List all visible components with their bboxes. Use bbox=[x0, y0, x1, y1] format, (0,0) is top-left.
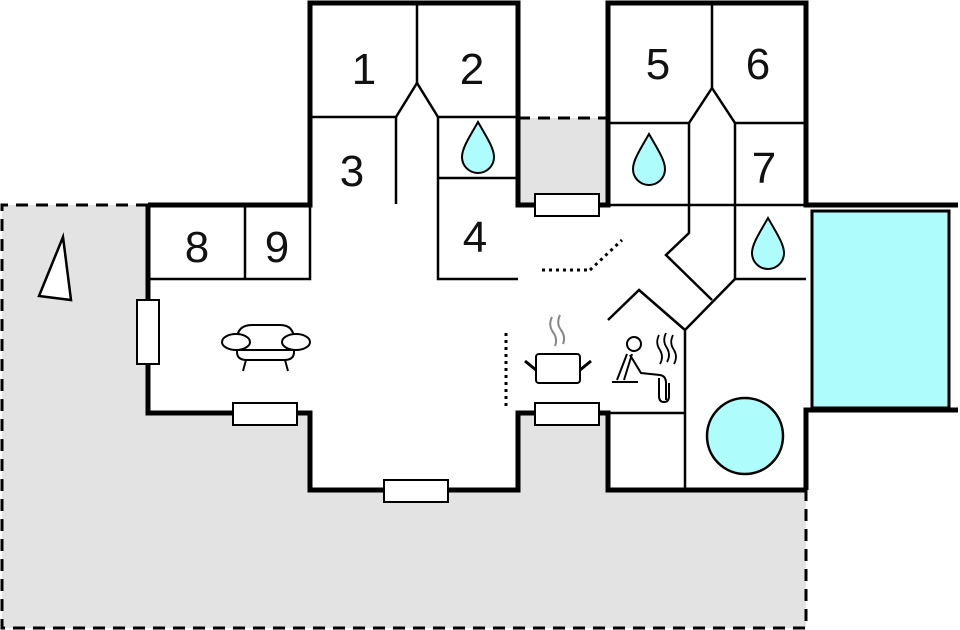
swimming-pool-icon bbox=[810, 209, 951, 410]
windows bbox=[136, 193, 600, 503]
kitchen-counter bbox=[504, 238, 624, 410]
sauna-icon bbox=[612, 332, 677, 404]
room-4-label: 4 bbox=[463, 213, 487, 262]
room-labels: 1 2 3 4 5 6 7 8 9 bbox=[185, 40, 776, 272]
room-9-label: 9 bbox=[265, 223, 289, 272]
room-1-label: 1 bbox=[352, 45, 376, 94]
sofa-icon bbox=[221, 324, 311, 372]
room-5-label: 5 bbox=[646, 40, 670, 89]
terrace-area bbox=[0, 116, 808, 630]
room-8-label: 8 bbox=[185, 223, 209, 272]
room-3-label: 3 bbox=[340, 147, 364, 196]
shower-drop-icon bbox=[460, 119, 786, 270]
room-2-label: 2 bbox=[460, 45, 484, 94]
interior-walls bbox=[148, 3, 806, 490]
cooking-pot-icon bbox=[524, 314, 592, 384]
room-7-label: 7 bbox=[752, 144, 776, 193]
compass-north-icon bbox=[37, 232, 73, 302]
hot-tub-icon bbox=[705, 396, 785, 476]
room-6-label: 6 bbox=[746, 40, 770, 89]
